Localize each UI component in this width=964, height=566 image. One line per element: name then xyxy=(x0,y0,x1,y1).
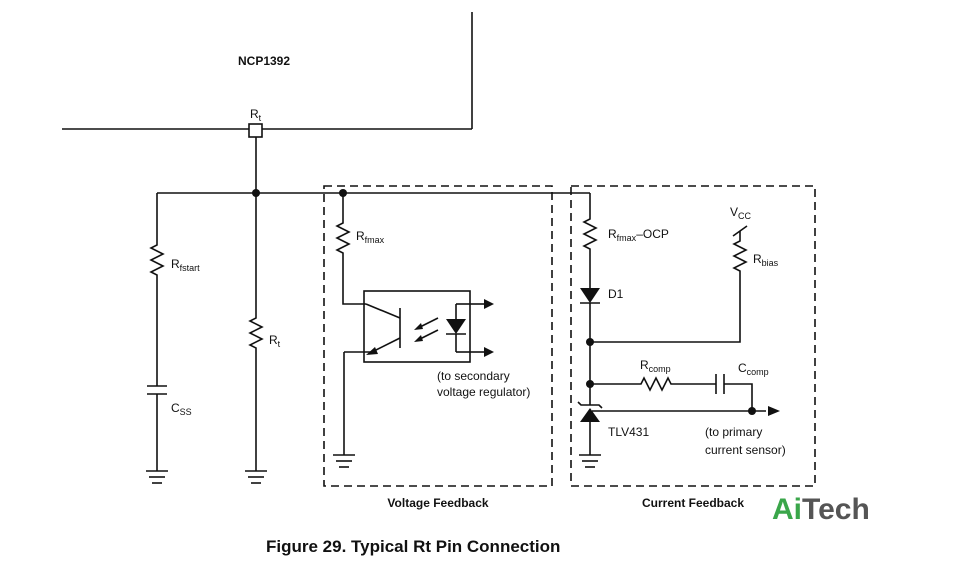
tlv431-label: TLV431 xyxy=(608,425,649,439)
rfmax-ocp-resistor xyxy=(582,214,598,256)
junction-dot xyxy=(252,189,260,197)
d1-label: D1 xyxy=(608,287,624,301)
junction-dot xyxy=(339,189,347,197)
rfmax-ocp-label: Rfmax–OCP xyxy=(608,227,669,243)
secondary-note-line2: voltage regulator) xyxy=(437,385,530,399)
rfstart-resistor xyxy=(149,240,165,282)
rcomp-resistor xyxy=(636,376,676,392)
vcc-label: VCC xyxy=(730,205,752,221)
rbias-resistor xyxy=(732,231,748,280)
d1-diode xyxy=(580,288,600,304)
current-feedback-label: Current Feedback xyxy=(642,496,744,510)
ground-symbol xyxy=(245,470,267,484)
ground-symbol xyxy=(333,454,355,468)
figure-caption: Figure 29. Typical Rt Pin Connection xyxy=(266,537,560,556)
voltage-feedback-box xyxy=(323,185,553,487)
current-feedback-box xyxy=(570,185,816,487)
rt-label: Rt xyxy=(269,333,281,349)
css-capacitor xyxy=(147,385,167,395)
ccomp-capacitor xyxy=(715,374,725,394)
rfmax-label: Rfmax xyxy=(356,229,385,245)
ground-symbol xyxy=(146,470,168,484)
rfmax-resistor xyxy=(335,218,351,260)
aitech-logo: AiTech xyxy=(772,493,870,526)
voltage-feedback-label: Voltage Feedback xyxy=(387,496,488,510)
main-wiring xyxy=(156,137,591,312)
secondary-note-line1: (to secondary xyxy=(437,369,510,383)
rfstart-label: Rfstart xyxy=(171,257,200,273)
rbias-label: Rbias xyxy=(753,252,779,268)
tlv431-shunt-regulator xyxy=(577,398,780,455)
chip-label: NCP1392 xyxy=(238,54,290,68)
rt-pin-label: Rt xyxy=(250,107,262,123)
rcomp-label: Rcomp xyxy=(640,358,671,374)
ncp1392-chip-outline xyxy=(62,12,473,130)
rt-resistor xyxy=(248,312,264,354)
primary-note-line1: (to primary xyxy=(705,425,762,439)
ccomp-label: Ccomp xyxy=(738,361,769,377)
primary-note-line2: current sensor) xyxy=(705,443,786,457)
css-label: CSS xyxy=(171,401,192,417)
ground-symbol xyxy=(579,454,601,468)
optocoupler xyxy=(344,290,494,363)
rt-pin xyxy=(248,123,263,138)
